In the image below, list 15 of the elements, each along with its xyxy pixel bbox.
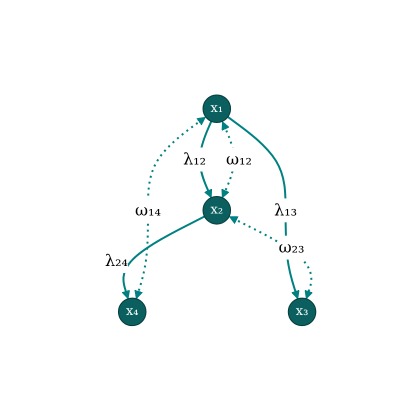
- edge-label: ω₁₄: [134, 200, 160, 219]
- edge-label: ω₂₃: [278, 237, 304, 256]
- arrow: [121, 215, 205, 299]
- node-circle: x₂: [202, 196, 231, 224]
- edge-label: λ₁₃: [274, 200, 297, 219]
- node-circle: x₃: [287, 297, 316, 326]
- edge-label: λ₂₄: [104, 250, 128, 270]
- edge-label: λ₁₂: [182, 149, 206, 168]
- arrow: [226, 116, 300, 299]
- edge-label: ω₁₂: [226, 149, 252, 168]
- arrow: [228, 216, 313, 299]
- node-circle: x₄: [118, 297, 146, 326]
- node-circle: x₁: [202, 94, 231, 123]
- arrow: [134, 116, 206, 299]
- arrow: [198, 120, 212, 198]
